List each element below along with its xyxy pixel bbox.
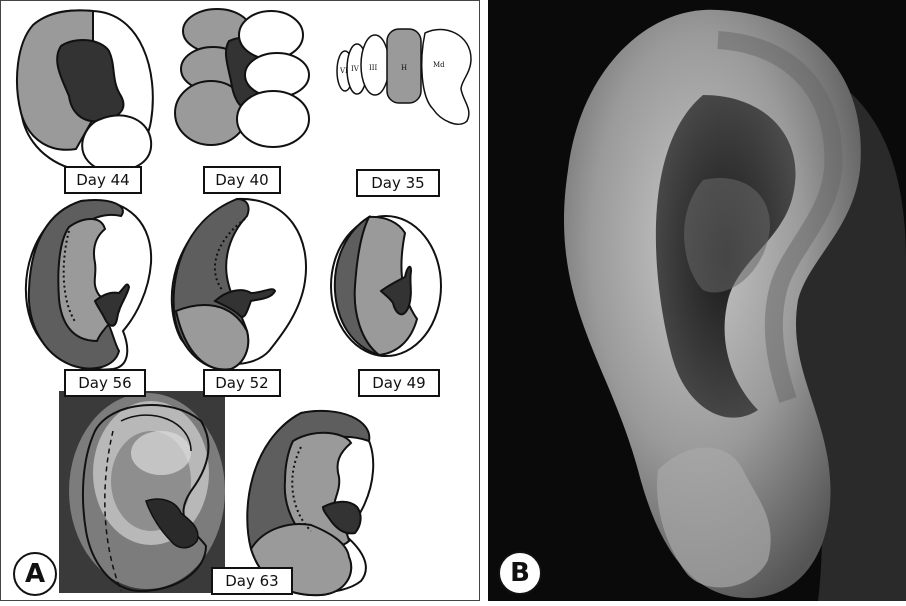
day-label-40: Day 40 — [203, 166, 281, 194]
day-label-52: Day 52 — [203, 369, 281, 397]
auricle-day-63-photo — [59, 391, 225, 593]
hillock-label-vi: VI — [339, 67, 348, 75]
auricle-day-35: VI IV III H Md — [337, 29, 471, 124]
panel-b-letter: B — [498, 551, 542, 595]
auricle-day-49 — [331, 216, 441, 356]
ear-photograph — [488, 0, 906, 601]
auricle-day-52 — [172, 199, 306, 370]
hillock-label-md: Md — [433, 61, 445, 69]
panel-a-letter: A — [13, 552, 57, 596]
auricle-day-56 — [26, 200, 151, 370]
panel-b-ear-photo: B — [488, 0, 906, 601]
auricle-day-44 — [17, 10, 153, 171]
day-label-63: Day 63 — [211, 567, 293, 595]
hillock-label-h: H — [401, 64, 407, 72]
hillock-label-iv: IV — [351, 65, 360, 73]
day-label-44: Day 44 — [64, 166, 142, 194]
day-label-56: Day 56 — [64, 369, 146, 397]
day-label-49: Day 49 — [358, 369, 440, 397]
panel-a-drawings: VI IV III H Md — [1, 1, 481, 602]
panel-a-embryology-diagram: VI IV III H Md — [0, 0, 480, 601]
day-label-35: Day 35 — [356, 169, 440, 197]
hillock-label-iii: III — [369, 64, 378, 72]
auricle-day-40 — [175, 9, 309, 147]
